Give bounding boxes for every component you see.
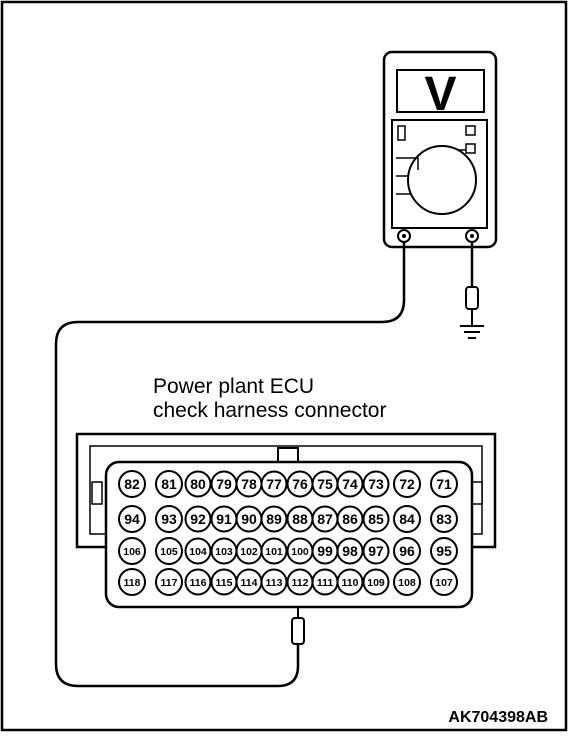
connector-pin-label: 79 xyxy=(216,476,232,492)
connector-pin-label: 111 xyxy=(317,577,334,589)
connector: 82 81 80 79 78 77 76 75 74 73 72 71 94 93 92 91 90 89 88 87… xyxy=(75,432,497,609)
connector-pin-label: 102 xyxy=(240,546,258,558)
connector-right-tab xyxy=(471,481,483,505)
connector-pin-label: 98 xyxy=(342,543,358,559)
indicator-square-icon xyxy=(465,143,476,154)
figure-code: AK704398AB xyxy=(448,709,548,726)
connector-pin xyxy=(155,470,183,498)
connector-pin-label: 105 xyxy=(160,546,178,558)
multimeter: V xyxy=(382,50,498,249)
connector-pin-label: 84 xyxy=(399,511,415,527)
signal-lead-wire xyxy=(54,242,406,688)
volt-terminal-core xyxy=(470,234,474,238)
connector-pin-label: 110 xyxy=(342,577,359,589)
connector-pin-label: 99 xyxy=(317,543,333,559)
connector-pin xyxy=(393,505,421,533)
connector-pin-label: 88 xyxy=(292,511,308,527)
range-dial xyxy=(407,145,477,215)
ground-lead xyxy=(460,242,484,339)
connector-pin-label: 71 xyxy=(436,476,452,492)
connector-label-line1: Power plant ECU xyxy=(153,375,314,398)
connector-pin xyxy=(118,470,146,498)
dial-tick-marks xyxy=(396,149,466,195)
connector-pin-label: 85 xyxy=(368,511,384,527)
connector-pin-label: 72 xyxy=(399,476,415,492)
connector-pin-label: 115 xyxy=(216,577,233,589)
connector-inner-rail xyxy=(89,445,483,535)
connector-pin-label: 90 xyxy=(241,511,257,527)
connector-label-line2: check harness connector xyxy=(153,399,386,422)
connector-pin-label: 87 xyxy=(317,511,333,527)
connector-pin xyxy=(118,505,146,533)
connector-pin-label: 104 xyxy=(189,546,207,558)
connector-pin xyxy=(430,505,458,533)
connector-pin-label: 83 xyxy=(436,511,452,527)
connector-pin-label: 95 xyxy=(436,543,452,559)
connector-pin-label: 117 xyxy=(161,577,178,589)
connector-pin-label: 76 xyxy=(292,476,308,492)
multimeter-display xyxy=(396,69,485,113)
connector-pin-label: 91 xyxy=(216,511,232,527)
connector-pin xyxy=(430,470,458,498)
connector-pin-label: 92 xyxy=(190,511,206,527)
connector-pin-label: 94 xyxy=(124,511,140,527)
connector-pin-label: 116 xyxy=(190,577,207,589)
connector-pin-label: 93 xyxy=(161,511,177,527)
ground-probe xyxy=(465,286,479,310)
connector-pin xyxy=(430,568,458,596)
signal-probe xyxy=(291,617,305,645)
connector-pin-label: 78 xyxy=(241,476,257,492)
figure-border xyxy=(0,0,568,732)
indicator-square-icon xyxy=(465,125,476,136)
connector-pin-label: 100 xyxy=(291,546,309,558)
connector-pin-label: 112 xyxy=(292,577,309,589)
connector-pin xyxy=(362,568,390,596)
connector-pin-label: 89 xyxy=(266,511,282,527)
connector-pin-label: 113 xyxy=(266,577,283,589)
connector-pin-label: 81 xyxy=(161,476,177,492)
connector-pin-label: 75 xyxy=(317,476,333,492)
connector-left-tab xyxy=(91,481,103,505)
connector-pin-label: 97 xyxy=(368,543,384,559)
connector-pin xyxy=(118,568,146,596)
pin-grid: 82 81 80 79 78 77 76 75 74 73 72 71 94 93 92 91 90 89 88 87… xyxy=(118,470,458,596)
connector-pin xyxy=(393,537,421,565)
connector-pin xyxy=(155,505,183,533)
connector-pin-label: 106 xyxy=(123,546,141,558)
connector-pin-label: 103 xyxy=(215,546,233,558)
connector-pin-label: 86 xyxy=(342,511,358,527)
connector-pin-label: 114 xyxy=(241,577,258,589)
connector-pin-label: 107 xyxy=(435,577,453,589)
com-terminal-core xyxy=(402,234,406,238)
connector-pin-label: 118 xyxy=(124,577,141,589)
connector-pin-label: 108 xyxy=(398,577,416,589)
connector-pin xyxy=(362,470,390,498)
connector-pin-label: 82 xyxy=(124,476,140,492)
connector-pin-label: 74 xyxy=(342,476,358,492)
connector-pin-label: 101 xyxy=(265,546,283,558)
connector-pin xyxy=(430,537,458,565)
connector-pin xyxy=(155,568,183,596)
connector-pin xyxy=(118,537,146,565)
voltage-symbol: V xyxy=(424,68,456,121)
connector-pin-label: 109 xyxy=(367,577,385,589)
connector-pin xyxy=(155,537,183,565)
connector-pin xyxy=(362,505,390,533)
connector-pin-label: 96 xyxy=(399,543,415,559)
connector-pin xyxy=(393,470,421,498)
connector-pin xyxy=(393,568,421,596)
connector-pin-label: 73 xyxy=(368,476,384,492)
mode-switch-icon xyxy=(397,125,406,141)
connector-pin xyxy=(362,537,390,565)
connector-pin-label: 77 xyxy=(266,476,282,492)
connector-pin-label: 80 xyxy=(190,476,206,492)
